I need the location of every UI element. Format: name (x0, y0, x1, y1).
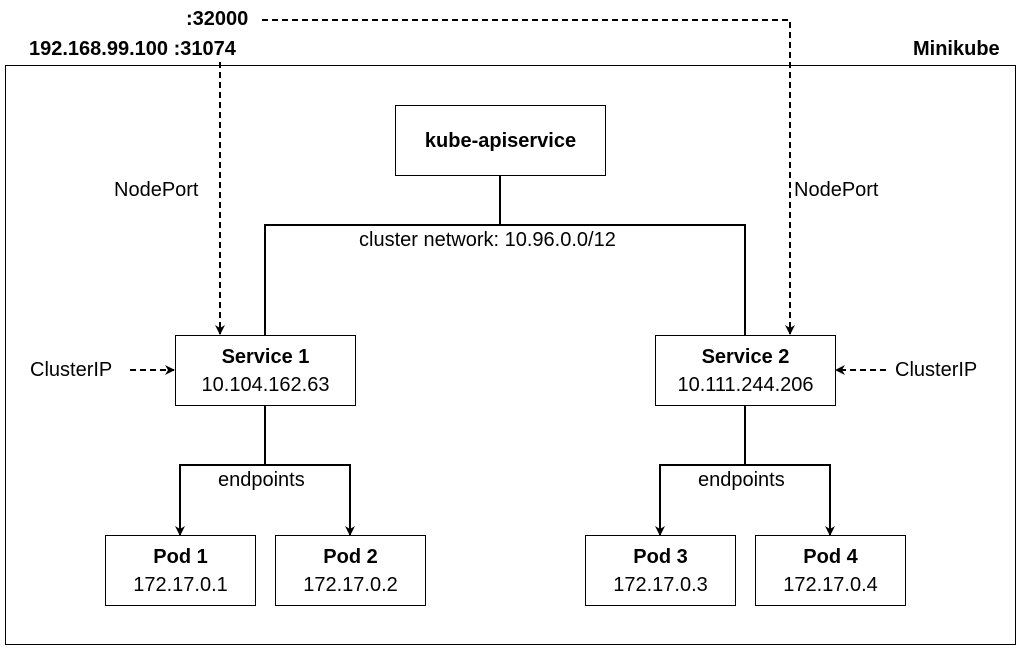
service-2-name: Service 2 (701, 345, 790, 368)
pod-1-box: Pod 1 172.17.0.1 (105, 535, 256, 606)
pod-4-box: Pod 4 172.17.0.4 (755, 535, 906, 606)
pod-1-name: Pod 1 (153, 545, 208, 568)
service-1-box: Service 1 10.104.162.63 (175, 335, 356, 406)
pod-2-name: Pod 2 (323, 545, 378, 568)
cluster-network-line (264, 175, 746, 335)
clusterip-label-right: ClusterIP (895, 359, 978, 381)
pod-4-ip: 172.17.0.4 (783, 573, 878, 596)
kube-apiservice-label: kube-apiservice (424, 129, 577, 152)
clusterip-label-left: ClusterIP (30, 359, 113, 381)
service-1-ip: 10.104.162.63 (201, 373, 330, 396)
service-2-box: Service 2 10.111.244.206 (655, 335, 836, 406)
minikube-frame (5, 65, 1016, 645)
pod-4-name: Pod 4 (803, 545, 858, 568)
pod-3-name: Pod 3 (633, 545, 688, 568)
node-ip-port: 192.168.99.100 :31074 (29, 38, 236, 60)
endpoints-label-right: endpoints (698, 469, 785, 491)
minikube-title: Minikube (913, 38, 1000, 60)
service-1-name: Service 1 (221, 345, 310, 368)
endpoints-label-left: endpoints (218, 469, 305, 491)
kube-apiservice-box: kube-apiservice (395, 105, 606, 176)
pod-2-ip: 172.17.0.2 (303, 573, 398, 596)
endpoints-line-left (179, 405, 351, 526)
cluster-network-label: cluster network: 10.96.0.0/12 (359, 229, 616, 251)
service-2-ip: 10.111.244.206 (677, 373, 814, 396)
pod-2-box: Pod 2 172.17.0.2 (275, 535, 426, 606)
pod-1-ip: 172.17.0.1 (133, 573, 228, 596)
nodeport-right-arrow (262, 19, 795, 335)
nodeport-top-port: :32000 (186, 8, 249, 30)
endpoints-line-right (659, 405, 831, 526)
nodeport-label-left: NodePort (114, 179, 199, 201)
pod-3-box: Pod 3 172.17.0.3 (585, 535, 736, 606)
pod-3-ip: 172.17.0.3 (613, 573, 708, 596)
nodeport-label-right: NodePort (794, 179, 879, 201)
